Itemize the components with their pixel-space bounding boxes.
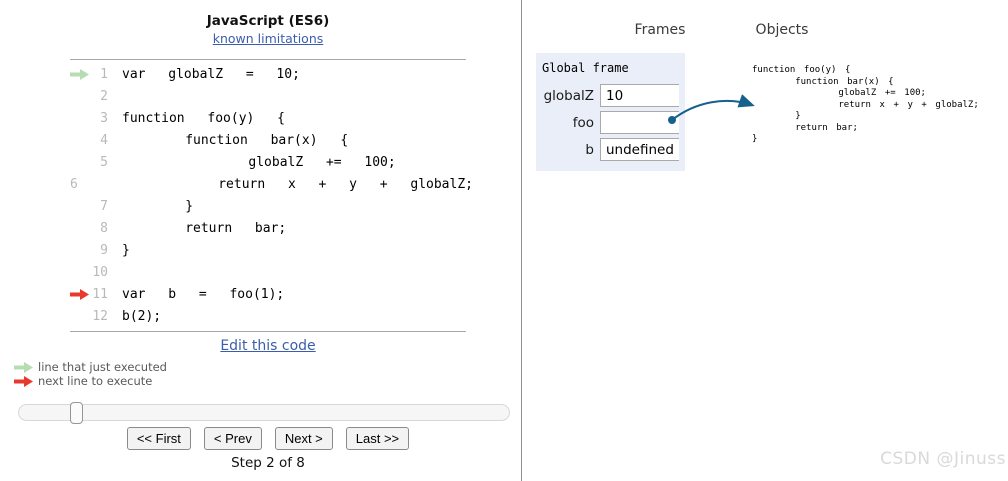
code-text: } <box>185 198 194 214</box>
frame-variable-row: b undefined <box>542 138 685 161</box>
code-display: 1 var globalZ = 10; 2 3 function foo(y) { 4 fu… <box>70 59 473 332</box>
arrow-legend: line that just executed next line to exe… <box>14 360 167 388</box>
line-number: 6 <box>70 176 78 192</box>
line-number: 12 <box>92 308 108 324</box>
code-line: 8 return bar; <box>70 217 466 239</box>
code-text: function bar(x) { <box>185 132 349 148</box>
known-limitations-link[interactable]: known limitations <box>212 31 324 46</box>
variable-value-pointer-cell <box>600 111 679 134</box>
variable-value-cell: 10 <box>600 84 679 107</box>
code-line: 12 b(2); <box>70 305 466 327</box>
variable-name: globalZ <box>543 87 594 104</box>
slider-handle[interactable] <box>70 402 83 424</box>
code-line: 9} <box>70 239 466 261</box>
prev-button[interactable]: < Prev <box>203 427 262 450</box>
code-line: 2 <box>70 85 466 107</box>
just-executed-arrow-icon <box>14 361 33 373</box>
code-line: 3 function foo(y) { <box>70 107 466 129</box>
line-number: 1 <box>100 66 108 82</box>
just-executed-arrow-icon <box>70 68 90 80</box>
frame-title: Global frame <box>542 61 629 75</box>
code-line: 6 return x + y + globalZ; <box>70 173 473 195</box>
next-line-arrow-icon <box>14 375 33 387</box>
function-object-code: function foo(y) {function bar(x) {global… <box>752 65 979 146</box>
legend-next-line-label: next line to execute <box>38 374 153 388</box>
code-text: return bar; <box>185 220 287 236</box>
legend-next-line: next line to execute <box>14 374 167 388</box>
code-line: 7} <box>70 195 466 217</box>
object-code-line: return x + y + globalZ; <box>838 99 979 110</box>
line-number: 5 <box>100 154 108 170</box>
language-title: JavaScript (ES6) <box>206 13 330 29</box>
object-code-line: return bar; <box>795 122 858 133</box>
object-code-line: globalZ += 100; <box>838 88 926 98</box>
frames-header: Frames <box>634 22 686 38</box>
line-number: 3 <box>100 110 108 126</box>
code-line: 5 globalZ += 100; <box>70 151 466 173</box>
line-number: 2 <box>100 88 108 104</box>
object-code-line: } <box>795 111 801 121</box>
first-button[interactable]: << First <box>126 427 191 450</box>
frame-variable-row: foo <box>542 111 685 134</box>
variable-value-cell: undefined <box>600 138 679 161</box>
edit-code-link[interactable]: Edit this code <box>220 338 316 354</box>
code-text: return x + y + globalZ; <box>218 176 473 192</box>
frame-variable-row: globalZ 10 <box>542 84 685 107</box>
object-code-line: function foo(y) { <box>752 65 851 75</box>
step-slider[interactable] <box>18 402 510 424</box>
legend-just-executed-label: line that just executed <box>38 360 167 374</box>
code-line: 4 function bar(x) { <box>70 129 466 151</box>
line-number: 8 <box>100 220 108 236</box>
variable-name: foo <box>572 114 594 131</box>
line-number: 11 <box>92 286 108 302</box>
next-line-arrow-icon <box>70 288 90 300</box>
code-line: 11 var b = foo(1); <box>70 283 466 305</box>
legend-just-executed: line that just executed <box>14 360 167 374</box>
object-code-line: } <box>752 134 758 144</box>
code-text: b(2); <box>122 308 162 324</box>
code-line: 1 var globalZ = 10; <box>70 63 466 85</box>
line-number: 10 <box>92 264 108 280</box>
next-button[interactable]: Next > <box>274 427 333 450</box>
last-button[interactable]: Last >> <box>345 427 410 450</box>
objects-header: Objects <box>755 22 809 38</box>
code-text: var globalZ = 10; <box>122 66 300 82</box>
code-text: globalZ += 100; <box>248 154 396 170</box>
global-frame: Global frame globalZ 10 foo b undefined <box>536 53 685 171</box>
code-line: 10 <box>70 261 466 283</box>
pane-divider <box>521 0 522 481</box>
variable-name: b <box>585 141 594 158</box>
line-number: 9 <box>100 242 108 258</box>
navigation-buttons: << First < Prev Next > Last >> <box>0 427 536 450</box>
step-counter: Step 2 of 8 <box>231 455 305 471</box>
object-code-line: function bar(x) { <box>795 76 894 87</box>
line-number: 4 <box>100 132 108 148</box>
code-text: var b = foo(1); <box>122 286 285 302</box>
watermark: CSDN @Jinuss <box>880 449 1006 469</box>
code-text: } <box>122 242 130 258</box>
code-text: function foo(y) { <box>122 110 285 126</box>
line-number: 7 <box>100 198 108 214</box>
